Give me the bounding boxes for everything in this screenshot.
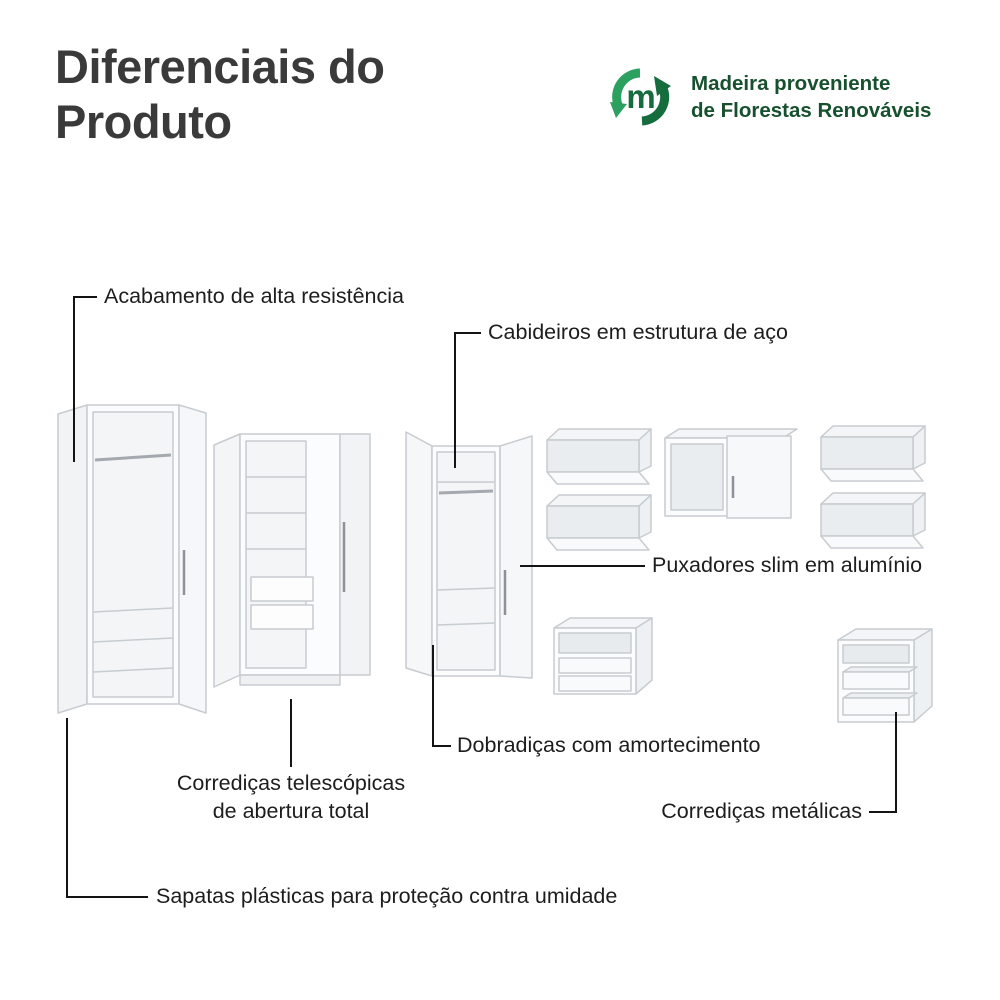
page-title-line1: Diferenciais do — [55, 40, 385, 93]
callout-metal-slides: Corrediças metálicas — [661, 799, 862, 823]
eco-badge-text-line2: de Florestas Renováveis — [691, 99, 932, 122]
eco-badge-text: Madeira proveniente de Florestas Renováv… — [691, 70, 931, 124]
wall-cabinet-open-drawing — [820, 492, 926, 549]
handles-connector-line — [520, 565, 645, 567]
callout-telescopic-slides: Corrediças telescópicas de abertura tota… — [160, 770, 422, 826]
wall-cabinet-open-illustration — [814, 490, 932, 552]
hanging-rods-connector-line — [454, 333, 456, 468]
recycle-logo-icon: m — [610, 68, 671, 126]
wall-cabinet-double-illustration — [657, 426, 803, 521]
telescopic-slides-connector-line — [290, 699, 292, 767]
chest-open-drawers-drawing — [837, 628, 933, 723]
wall-cabinet-open-drawing — [546, 428, 652, 485]
callout-telescopic-slides-line1: Corrediças telescópicas — [176, 771, 406, 795]
page-title: Diferenciais do Produto — [55, 40, 385, 149]
nightstand-drawing — [553, 617, 653, 695]
callout-finish: Acabamento de alta resistência — [104, 284, 404, 308]
metal-slides-connector-line — [869, 811, 897, 813]
wardrobe-2-door-open-illustration — [57, 400, 207, 718]
wall-cabinet-double-drawing — [664, 428, 798, 519]
callout-hinges: Dobradiças com amortecimento — [457, 733, 761, 757]
hinges-connector-line — [432, 645, 434, 747]
nightstand-illustration — [552, 616, 654, 702]
callout-telescopic-slides-line2: de abertura total — [212, 798, 370, 823]
feet-connector-line — [66, 896, 148, 898]
eco-badge-text-line1: Madeira proveniente — [691, 71, 891, 95]
hanging-rods-connector-line — [454, 332, 481, 334]
wardrobe-open-rod-illustration — [404, 430, 534, 685]
feet-connector-line — [66, 718, 68, 898]
callout-feet: Sapatas plásticas para proteção contra u… — [156, 884, 618, 908]
chest-open-drawers-illustration — [836, 626, 934, 734]
wall-cabinet-open-illustration — [543, 492, 655, 554]
wall-cabinet-open-illustration — [543, 426, 655, 488]
eco-badge: m Madeira proveniente de Florestas Renov… — [605, 60, 931, 134]
wall-cabinet-open-illustration — [814, 423, 932, 485]
finish-connector-line — [73, 297, 75, 462]
wardrobe-open-rod-drawing — [405, 431, 533, 679]
callout-hanging-rods: Cabideiros em estrutura de aço — [488, 320, 788, 344]
page-title-line2: Produto — [55, 94, 232, 148]
callout-handles: Puxadores slim em alumínio — [652, 553, 923, 577]
hinges-connector-line — [432, 745, 451, 747]
wardrobe-2-door-open-drawing — [57, 404, 207, 714]
metal-slides-connector-line — [895, 712, 897, 813]
wardrobe-shelves-drawers-drawing — [213, 433, 371, 688]
finish-connector-line — [73, 296, 97, 298]
logo-letter-m: m — [626, 78, 655, 115]
wardrobe-shelves-drawers-illustration — [213, 427, 371, 699]
wall-cabinet-open-drawing — [546, 494, 652, 551]
wall-cabinet-open-drawing — [820, 425, 926, 482]
